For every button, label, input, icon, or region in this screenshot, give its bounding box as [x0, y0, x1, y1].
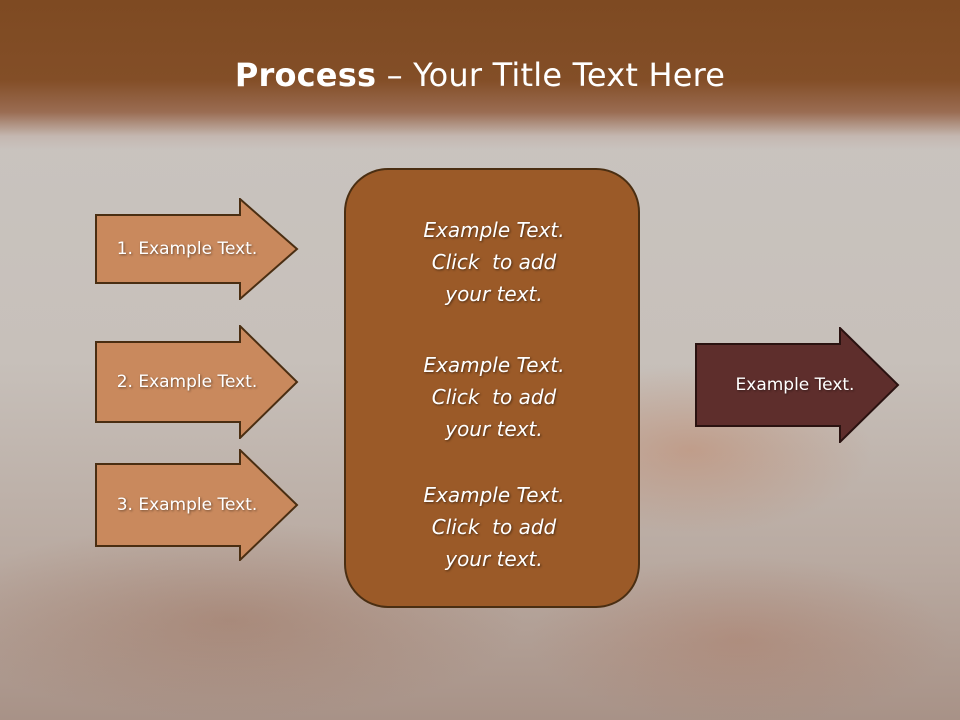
- center-block-2-line-3: your text.: [445, 417, 543, 441]
- input-arrow-1[interactable]: 1. Example Text.: [95, 198, 299, 300]
- title-rest: – Your Title Text Here: [376, 56, 726, 94]
- center-block-2-line-2: Click to add: [431, 385, 557, 409]
- input-arrow-3-shape: [95, 449, 299, 561]
- center-block-1-line-2: Click to add: [431, 250, 557, 274]
- input-arrow-3[interactable]: 3. Example Text.: [95, 449, 299, 561]
- output-arrow-shape: [695, 327, 900, 443]
- header-band: [0, 0, 960, 150]
- output-arrow[interactable]: Example Text.: [695, 327, 900, 443]
- center-block-2: Example Text. Click to add your text.: [346, 349, 642, 445]
- center-text-box[interactable]: Example Text. Click to add your text. Ex…: [344, 168, 640, 608]
- center-block-2-line-1: Example Text.: [423, 353, 565, 377]
- input-arrow-1-label: 1. Example Text.: [116, 239, 258, 259]
- output-arrow-label: Example Text.: [735, 375, 855, 395]
- input-arrow-1-shape: [95, 198, 299, 300]
- center-block-1-line-3: your text.: [445, 282, 543, 306]
- input-arrow-2-shape: [95, 325, 299, 439]
- slide-title[interactable]: Process – Your Title Text Here: [0, 52, 960, 98]
- center-block-3: Example Text. Click to add your text.: [346, 479, 642, 575]
- title-bold: Process: [234, 56, 377, 94]
- input-arrow-3-label: 3. Example Text.: [116, 495, 258, 515]
- input-arrow-2[interactable]: 2. Example Text.: [95, 325, 299, 439]
- input-arrow-2-label: 2. Example Text.: [116, 372, 258, 392]
- center-block-1-line-1: Example Text.: [423, 218, 565, 242]
- center-block-3-line-2: Click to add: [431, 515, 557, 539]
- center-block-1: Example Text. Click to add your text.: [346, 214, 642, 310]
- center-block-3-line-3: your text.: [445, 547, 543, 571]
- center-block-3-line-1: Example Text.: [423, 483, 565, 507]
